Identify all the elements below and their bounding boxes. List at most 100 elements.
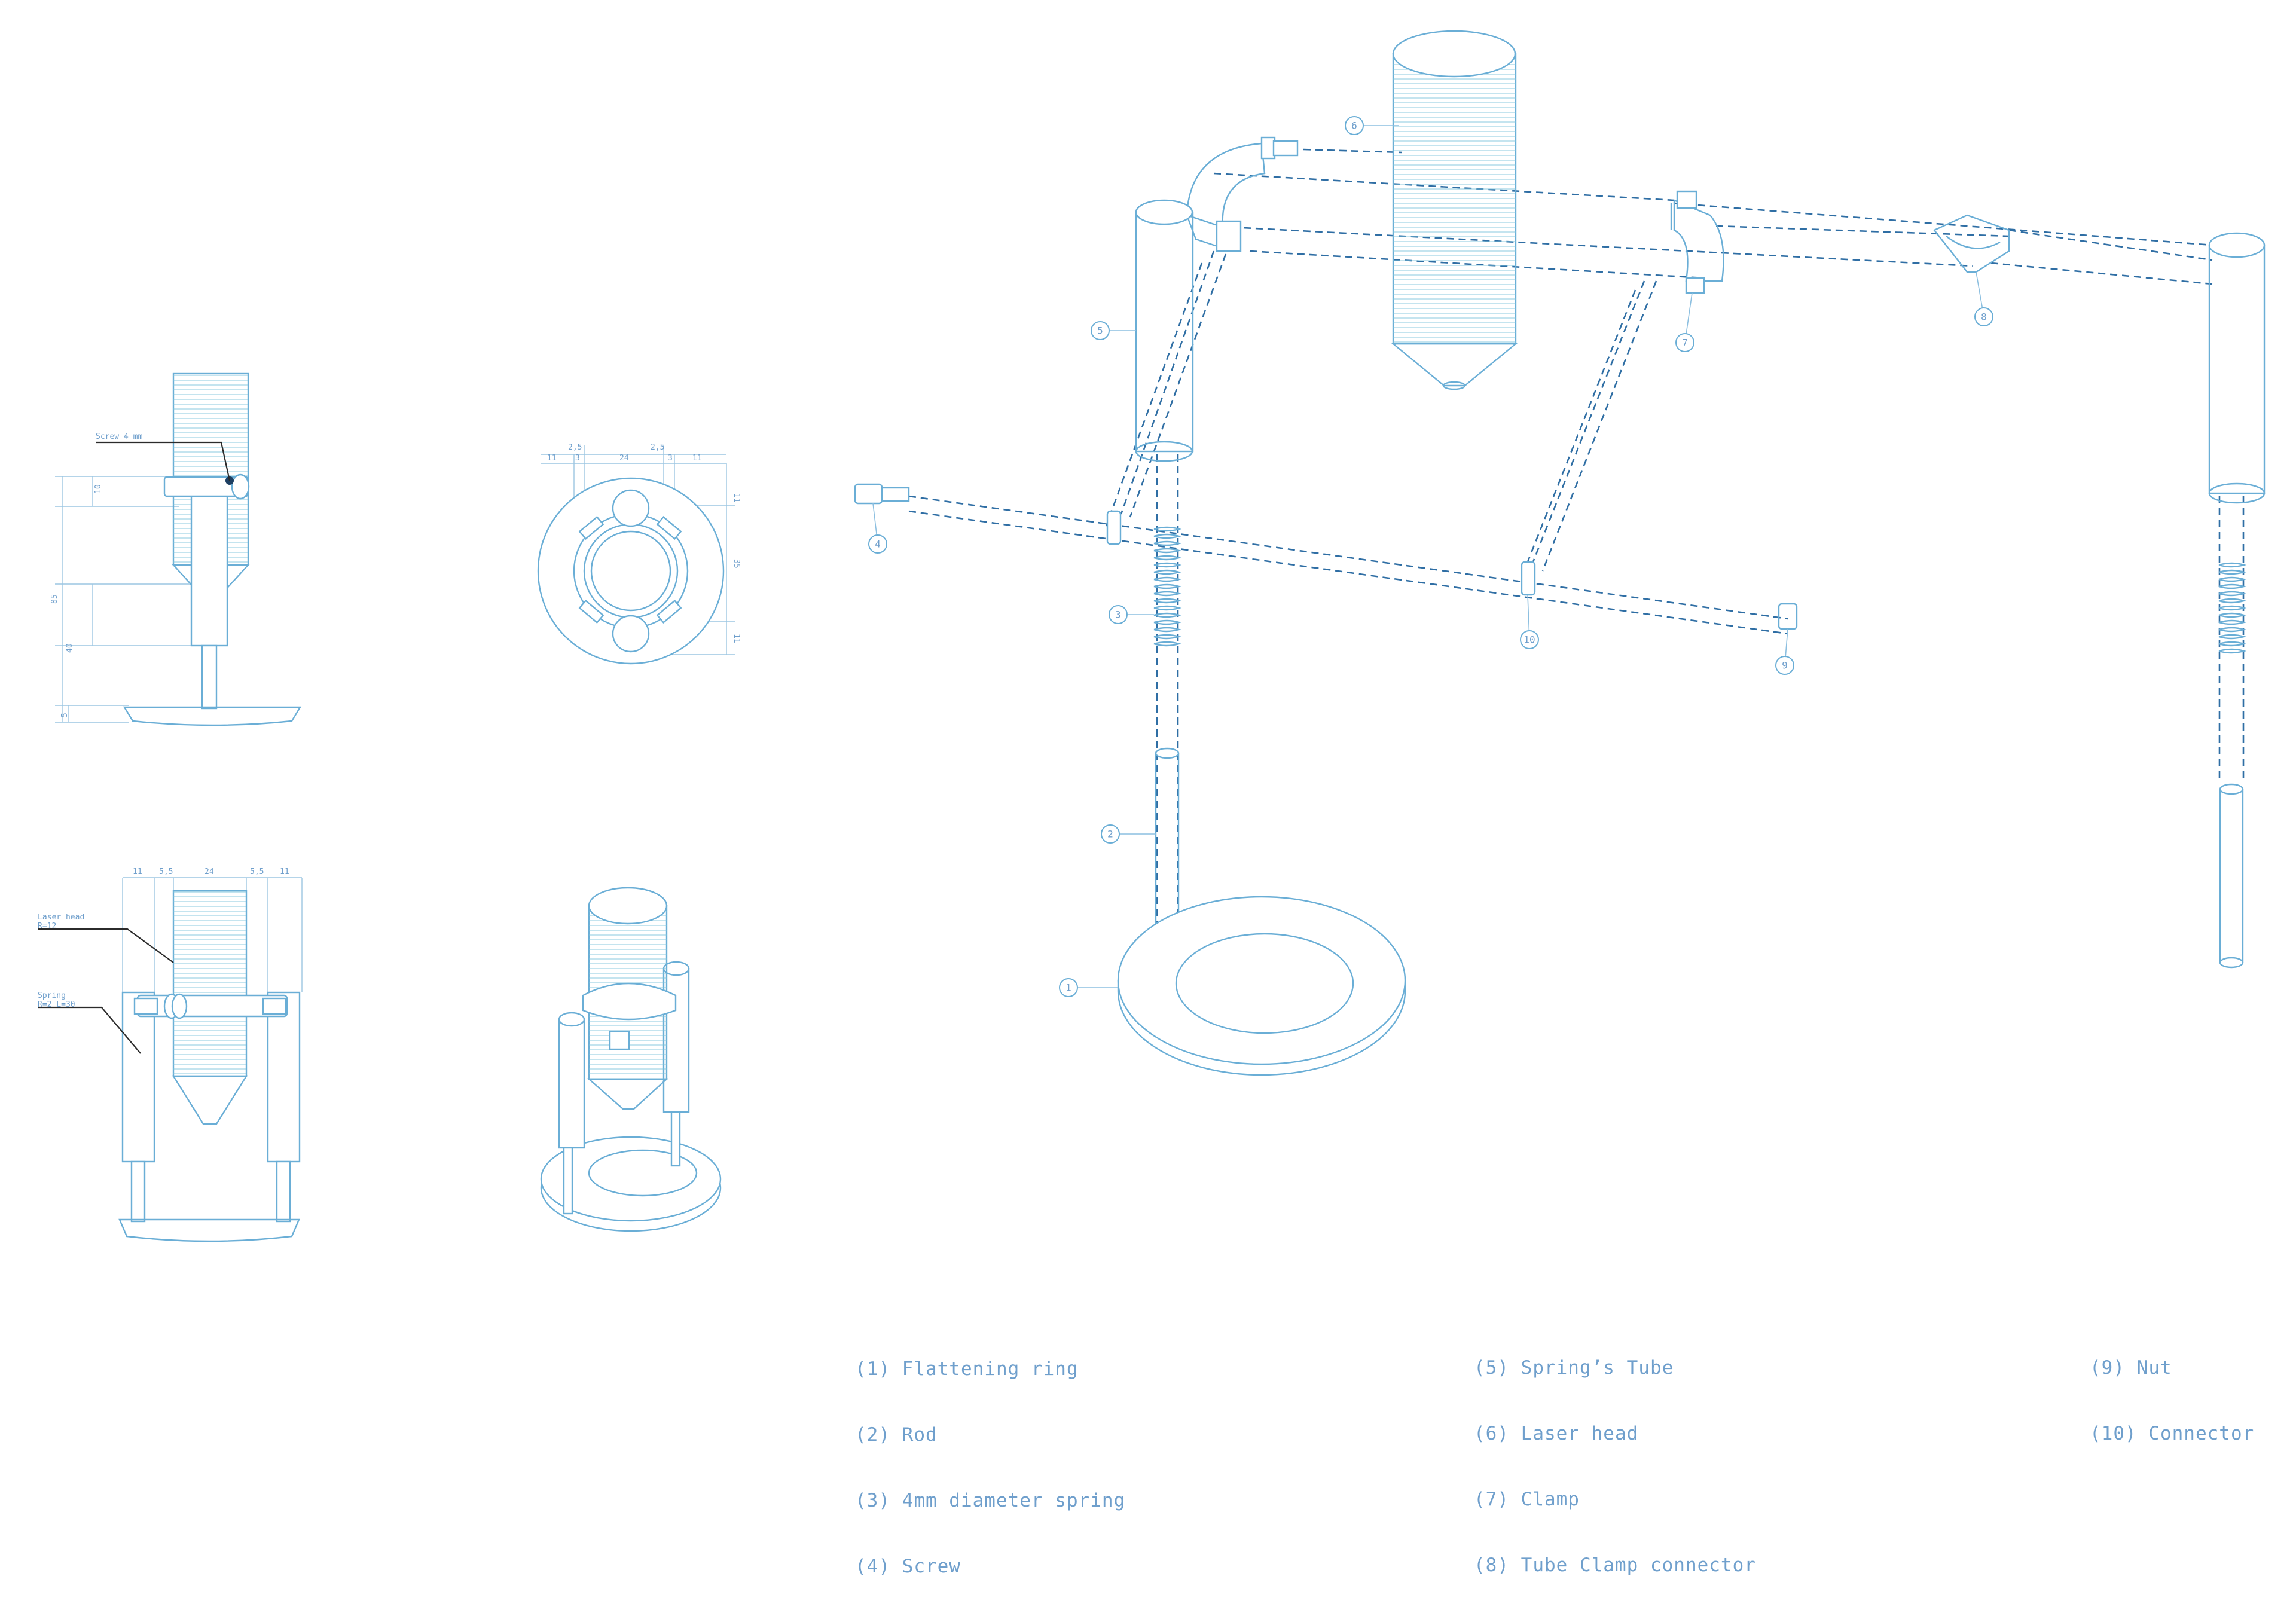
svg-text:1: 1 (1065, 982, 1071, 994)
laser-head-nozzle (172, 1075, 248, 1125)
side-view: 10 85 40 5 Screw 4 mm (50, 372, 302, 726)
dim-label: 2,5 (568, 443, 582, 452)
callout-3: 3 (1109, 605, 1128, 624)
callout-4: 4 (868, 534, 887, 554)
callout-7: 7 (1675, 333, 1694, 352)
parts-legend: (1) Flattening ring (2) Rod (3) 4mm diam… (855, 1357, 2254, 1577)
dim-label: 40 (65, 643, 74, 653)
dim-label: 5,5 (250, 867, 264, 876)
laser-head (1391, 30, 1518, 390)
dim-label: 3 (668, 454, 673, 463)
connector (1216, 220, 1242, 252)
legend-item: (5) Spring’s Tube (1474, 1357, 1674, 1379)
svg-text:9: 9 (1782, 660, 1788, 671)
dim-label: 5,5 (159, 867, 173, 876)
clamp-right (1670, 190, 1724, 294)
laser-head-ribs (173, 891, 246, 1076)
dim-label: 3 (575, 454, 580, 463)
legend-item: (1) Flattening ring (855, 1358, 1079, 1380)
svg-text:8: 8 (1981, 311, 1987, 323)
connector-left (1106, 510, 1122, 545)
legend-item: (8) Tube Clamp connector (1474, 1554, 1756, 1576)
rod-right (2219, 783, 2244, 969)
springs-tube-left (558, 1018, 585, 1149)
springs-tube-right (662, 967, 690, 1113)
connector-left (133, 997, 158, 1015)
rod (201, 644, 218, 710)
connector-right (1521, 561, 1536, 596)
rod-right (276, 1160, 291, 1223)
callout-2: 2 (1101, 824, 1120, 844)
rod-left (130, 1160, 146, 1223)
assembly-guides (908, 148, 2245, 1022)
tube-clamp-connector (1933, 214, 2010, 273)
screw (1272, 140, 1299, 157)
springs-tube-right (267, 991, 301, 1163)
dim-label: 2,5 (651, 443, 664, 452)
front-view: 11 5,5 24 5,5 11 Laser head R=12 Spring … (38, 867, 303, 1242)
side-view-dimensions: 10 85 40 5 (50, 476, 197, 723)
spring-leader (38, 1006, 141, 1054)
front-view-dimensions: 11 5,5 24 5,5 11 (122, 867, 303, 992)
clamp-screw-left (578, 515, 682, 624)
legend-item: (4) Screw (855, 1556, 961, 1577)
laser-head-nozzle (587, 1078, 669, 1110)
screw (854, 483, 910, 505)
svg-text:2: 2 (1107, 829, 1113, 840)
callout-8: 8 (1974, 307, 1993, 326)
screw-head (231, 473, 250, 500)
connector-right (262, 997, 287, 1015)
dim-label: 11 (280, 867, 289, 876)
flattening-ring (118, 1218, 300, 1242)
springs-tube-left (121, 991, 155, 1163)
flattening-ring (123, 706, 302, 726)
clamp-screw (609, 1030, 630, 1050)
dim-label: 10 (94, 484, 103, 494)
svg-text:7: 7 (1682, 337, 1688, 349)
spring-left (1153, 526, 1182, 647)
legend-item: (10) Connector (2090, 1423, 2254, 1444)
laser-head-top (588, 887, 668, 925)
isometric-view (540, 887, 722, 1232)
dim-label: 11 (133, 867, 142, 876)
nut (171, 993, 188, 1019)
callout-9: 9 (1775, 656, 1794, 675)
legend-item: (7) Clamp (1474, 1489, 1580, 1510)
screw-note: Screw 4 mm (96, 432, 142, 441)
svg-text:3: 3 (1115, 609, 1121, 621)
dim-label: 35 (732, 559, 741, 569)
dim-label: 5 (60, 713, 69, 717)
svg-text:6: 6 (1351, 120, 1357, 132)
callout-5-left: 5 (1091, 321, 1110, 340)
legend-item: (6) Laser head (1474, 1423, 1638, 1444)
flattening-ring-hole (588, 1149, 698, 1197)
dim-label: 11 (692, 454, 702, 463)
laser-note-radius: R=12 (38, 922, 56, 931)
callout-1: 1 (1059, 978, 1078, 997)
spring-right (2218, 562, 2247, 654)
nut (1778, 603, 1798, 630)
springs-tube-left (1135, 199, 1194, 462)
laser-leader (38, 928, 174, 963)
spring-note-size: R=2 L=30 (38, 1000, 75, 1009)
springs-tube-bottom (612, 615, 650, 653)
clamp-left (1185, 136, 1299, 252)
flattening-ring (1117, 896, 1406, 1076)
spring-note-name: Spring (38, 991, 66, 1000)
svg-text:5: 5 (1097, 325, 1103, 337)
dim-label: 85 (50, 594, 59, 604)
flattening-ring-hole (1175, 933, 1354, 1034)
screw-leader (96, 441, 231, 481)
svg-text:10: 10 (1523, 634, 1535, 646)
legend-item: (2) Rod (855, 1424, 938, 1446)
top-view: 11 3 2,5 24 2,5 3 11 11 35 11 (537, 443, 741, 665)
legend-item: (9) Nut (2090, 1357, 2172, 1379)
legend-item: (3) 4mm diameter spring (855, 1490, 1125, 1511)
dim-label: 24 (619, 454, 629, 463)
svg-text:4: 4 (875, 539, 881, 550)
dim-label: 11 (547, 454, 557, 463)
clamp-band (582, 982, 677, 1021)
springs-tube-right (2208, 232, 2266, 504)
springs-tube (190, 486, 228, 647)
